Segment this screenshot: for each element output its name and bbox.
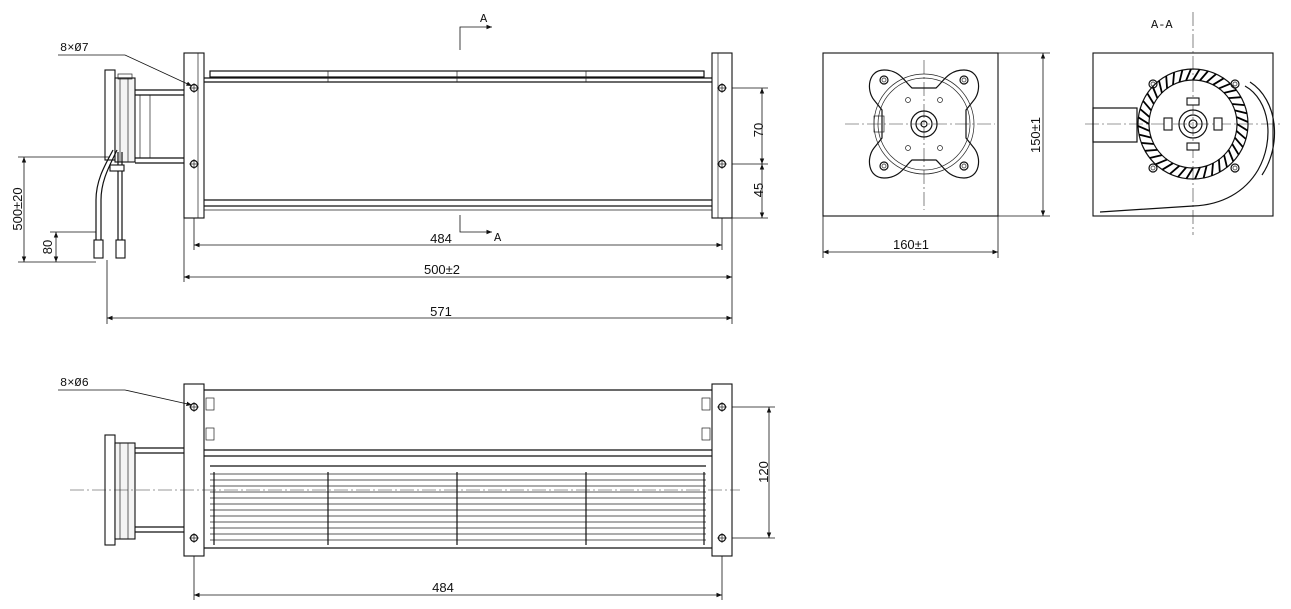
- dim-bottom-hole-pitch: 120: [756, 461, 771, 483]
- section-view-title: A-A: [1151, 18, 1173, 32]
- impeller-blade: [1202, 165, 1208, 179]
- mounting-hole: [717, 159, 727, 169]
- dim-side-height: 150±1: [1028, 117, 1043, 153]
- dim-cable-strip: 80: [40, 240, 55, 254]
- impeller-blade: [1165, 75, 1168, 89]
- section-view-aa: A-A: [1085, 12, 1280, 235]
- hole-callout-top: 8×Ø7: [60, 41, 89, 55]
- impeller-blade: [1228, 96, 1242, 99]
- impeller-blade: [1232, 103, 1245, 106]
- impeller-blade: [1138, 133, 1152, 139]
- right-end-plate: [711, 52, 733, 219]
- impeller-blade: [1236, 116, 1249, 123]
- impeller-blade: [1137, 116, 1150, 125]
- screw: [879, 75, 889, 85]
- mounting-hole: [189, 83, 199, 93]
- impeller-blades: [1137, 68, 1249, 180]
- impeller-blade: [1206, 73, 1217, 83]
- impeller-blade: [1235, 130, 1247, 140]
- impeller-blade: [1158, 80, 1163, 94]
- dim-shaft-span-top: 484: [430, 231, 452, 246]
- plan-view: 8×Ø6 120 484: [58, 376, 775, 600]
- impeller-blade: [1149, 154, 1163, 159]
- impeller-blade: [1177, 166, 1187, 178]
- mounting-hole: [189, 402, 199, 412]
- section-marker-bottom: A: [494, 231, 502, 245]
- impeller-blade: [1236, 123, 1249, 132]
- impeller-blade: [1212, 77, 1225, 86]
- motor-body: [114, 77, 136, 163]
- impeller-blade: [1141, 142, 1154, 145]
- impeller-blade: [1185, 167, 1194, 180]
- screw: [959, 161, 969, 171]
- dim-side-width: 160±1: [893, 237, 929, 252]
- mounting-hole: [717, 402, 727, 412]
- hole-callout-bottom: 8×Ø6: [60, 376, 89, 390]
- impeller-blade: [1192, 68, 1201, 81]
- impeller-blade: [1218, 159, 1221, 173]
- mounting-hole: [189, 533, 199, 543]
- dim-hole-pitch-upper: 70: [751, 123, 766, 137]
- impeller-blade: [1211, 163, 1214, 176]
- impeller-blade: [1142, 100, 1152, 111]
- impeller-blade: [1223, 89, 1237, 94]
- dim-hole-pitch-lower: 45: [751, 183, 766, 197]
- impeller-blade: [1185, 68, 1192, 81]
- impeller-blade: [1155, 158, 1168, 166]
- left-end-plate: [183, 52, 205, 219]
- screw: [1148, 163, 1158, 173]
- dim-overall-length: 571: [430, 304, 452, 319]
- impeller-blade: [1172, 72, 1175, 85]
- impeller-blade: [1146, 92, 1155, 105]
- impeller-blade: [1178, 69, 1184, 83]
- impeller-blade: [1227, 149, 1235, 162]
- impeller-blade: [1137, 125, 1150, 132]
- impeller-blade: [1169, 165, 1180, 175]
- screw: [959, 75, 969, 85]
- impeller-blade: [1234, 137, 1244, 148]
- front-view: 8×Ø7 A A 70 45 484 500±2 571 500±20: [10, 12, 768, 324]
- impeller-blade: [1139, 108, 1151, 118]
- screw: [1230, 79, 1240, 89]
- screw: [1230, 163, 1240, 173]
- dim-cable-length: 500±20: [10, 187, 25, 230]
- impeller-blade: [1199, 70, 1209, 82]
- impeller-blade: [1231, 143, 1240, 156]
- impeller-blade: [1218, 82, 1231, 90]
- impeller-blade: [1194, 167, 1201, 180]
- section-marker-top: A: [480, 12, 488, 26]
- side-view: 160±1 150±1: [822, 52, 1050, 258]
- impeller-blade: [1144, 149, 1158, 152]
- mounting-hole: [189, 159, 199, 169]
- mounting-hole: [717, 83, 727, 93]
- dim-shaft-span-bottom: 484: [432, 580, 454, 595]
- screw: [1148, 79, 1158, 89]
- impeller-blade: [1223, 154, 1228, 168]
- motor-flange: [104, 69, 116, 161]
- mounting-hole: [717, 533, 727, 543]
- screw: [879, 161, 889, 171]
- dim-body-length: 500±2: [424, 262, 460, 277]
- impeller-blade: [1161, 162, 1174, 171]
- impeller-blade: [1234, 109, 1248, 115]
- impeller-slats: [210, 473, 706, 541]
